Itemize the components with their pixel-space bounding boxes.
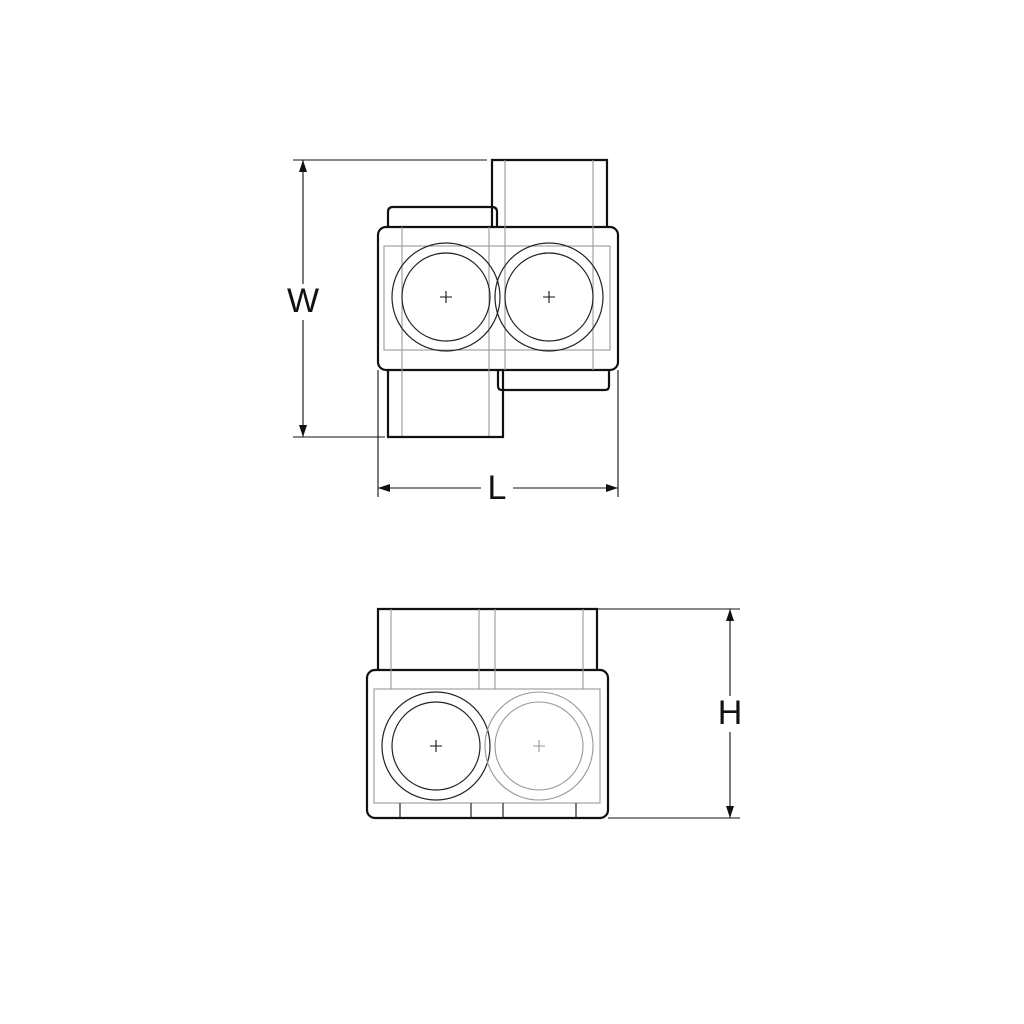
inner-outline (373, 688, 601, 804)
top-tab (490, 158, 609, 227)
port-outer (494, 242, 604, 352)
top-view: W L (285, 158, 620, 507)
port-outer-hidden (484, 691, 594, 801)
h-label: H (718, 694, 743, 732)
bottom-right-tab (496, 370, 611, 392)
body (376, 225, 620, 372)
port-inner (504, 252, 594, 342)
port-outer (381, 691, 491, 801)
inner-outline (383, 245, 611, 351)
left-tab (386, 205, 499, 227)
port-inner (401, 252, 491, 342)
center-mark-icon (440, 291, 555, 303)
bottom-segments (399, 803, 577, 818)
hidden-lines (390, 609, 584, 689)
port-inner-hidden (494, 701, 584, 791)
hidden-lines-lower (401, 370, 490, 437)
port-inner (391, 701, 481, 791)
bottom-left-tab (386, 370, 505, 439)
body (365, 668, 610, 820)
port-outer (391, 242, 501, 352)
front-view: H (365, 607, 748, 820)
w-dimension-line (293, 159, 487, 438)
upper-part (376, 607, 599, 670)
center-mark-icon (533, 740, 545, 752)
center-mark-icon (430, 740, 442, 752)
w-label: W (287, 282, 319, 320)
l-label: L (488, 469, 507, 507)
